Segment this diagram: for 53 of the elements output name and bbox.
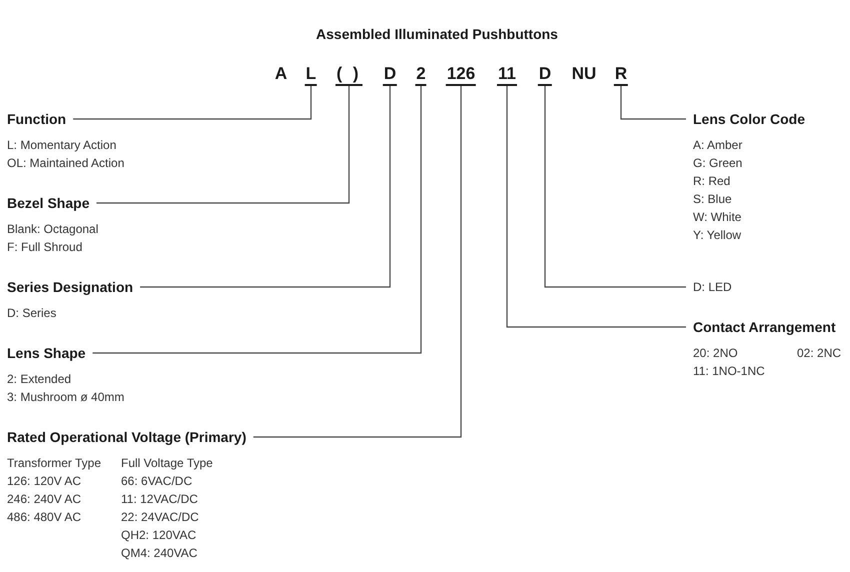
option-text: G: Green [693, 155, 742, 171]
option-text: 20: 2NO [693, 345, 738, 361]
option-text: 126: 120V AC [7, 473, 82, 489]
leader-line [620, 86, 686, 120]
option-text: Full Voltage Type [121, 455, 213, 471]
code-letter: R [614, 63, 628, 86]
leader-line [253, 86, 462, 438]
option-text: 2: Extended [7, 371, 72, 387]
option-text: L: Momentary Action [7, 137, 116, 153]
option-text: R: Red [693, 173, 730, 189]
leader-line [92, 86, 422, 354]
code-letter: L [304, 63, 318, 86]
field-heading: Series Designation [7, 278, 140, 296]
option-text: 246: 240V AC [7, 491, 82, 507]
leader-line [140, 86, 391, 288]
code-letter: ( ) [335, 63, 363, 86]
code-letter: 11 [497, 63, 517, 86]
option-text: D: LED [686, 279, 732, 295]
option-text: Transformer Type [7, 455, 102, 471]
option-text: 02: 2NC [797, 345, 842, 361]
option-text: 486: 480V AC [7, 509, 82, 525]
option-text: Y: Yellow [693, 227, 742, 243]
option-text: F: Full Shroud [7, 239, 82, 255]
diagram-title: Assembled Illuminated Pushbuttons [316, 25, 558, 43]
field-heading: Function [7, 110, 74, 128]
leader-line [544, 86, 686, 288]
option-text: OL: Maintained Action [7, 155, 124, 171]
leader-line [96, 86, 350, 204]
field-heading: Contact Arrangement [686, 318, 836, 336]
option-text: Blank: Octagonal [7, 221, 98, 237]
option-text: D: Series [7, 305, 56, 321]
option-text: 11: 1NO-1NC [693, 363, 765, 379]
leader-line [73, 86, 312, 120]
code-letter: 2 [415, 63, 427, 86]
code-letter: D [538, 63, 552, 86]
code-letter: 126 [446, 63, 476, 86]
field-heading: Bezel Shape [7, 194, 96, 212]
option-text: 66: 6VAC/DC [121, 473, 192, 489]
option-text: QM4: 240VAC [121, 545, 198, 561]
code-letter: D [382, 63, 398, 86]
option-text: QH2: 120VAC [121, 527, 196, 543]
option-text: W: White [693, 209, 742, 225]
field-heading: Lens Shape [7, 344, 93, 362]
field-heading: Lens Color Code [686, 110, 806, 128]
option-text: 3: Mushroom ø 40mm [7, 389, 124, 405]
option-text: A: Amber [693, 137, 742, 153]
code-letter: NU [570, 63, 598, 85]
code-letter: A [274, 63, 288, 85]
field-heading: Rated Operational Voltage (Primary) [7, 428, 254, 446]
option-text: S: Blue [693, 191, 732, 207]
leader-line [506, 86, 686, 328]
option-text: 11: 12VAC/DC [121, 491, 198, 507]
option-text: 22: 24VAC/DC [121, 509, 199, 525]
